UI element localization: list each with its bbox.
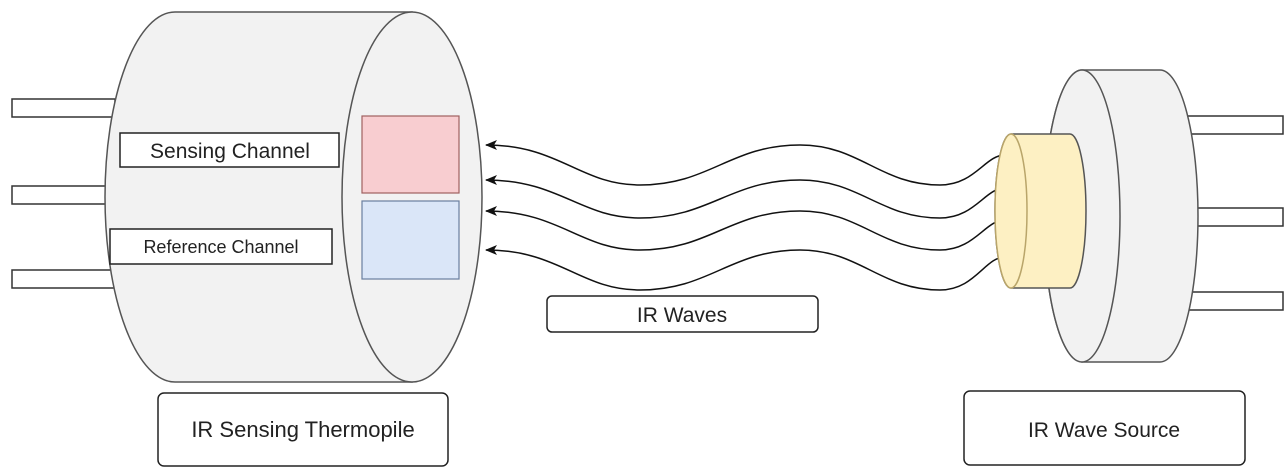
ir-wave-1 [485, 140, 1006, 186]
ir-waves-text: IR Waves [637, 304, 727, 327]
emitter-face [994, 133, 1028, 289]
ir-wave-3 [485, 206, 1006, 251]
source-label: IR Wave Source [963, 390, 1246, 466]
thermopile-face [341, 11, 483, 383]
ir-waves-label: IR Waves [546, 295, 819, 333]
source-pin-bottom [1179, 291, 1284, 311]
ir-waves [485, 140, 1006, 291]
reference-channel-window [361, 200, 460, 280]
thermopile-pins [11, 98, 116, 289]
thermopile-label: IR Sensing Thermopile [157, 392, 449, 467]
thermopile-pin-bottom [11, 269, 116, 289]
thermopile-body [104, 11, 483, 383]
thermopile-pin-top [11, 98, 116, 118]
source-text: IR Wave Source [1028, 419, 1180, 442]
ir-emitter [994, 133, 1087, 289]
ir-wave-4 [485, 245, 1006, 291]
sensing-channel-label: Sensing Channel [119, 132, 340, 168]
sensing-channel-text: Sensing Channel [150, 140, 310, 163]
ir-wave-2 [485, 175, 1006, 219]
source-pin-top [1179, 115, 1284, 135]
sensing-channel-window [361, 115, 460, 194]
thermopile-pin-middle [11, 185, 116, 205]
reference-channel-text: Reference Channel [143, 237, 298, 257]
thermopile-text: IR Sensing Thermopile [191, 417, 414, 442]
reference-channel-label: Reference Channel [109, 228, 333, 265]
